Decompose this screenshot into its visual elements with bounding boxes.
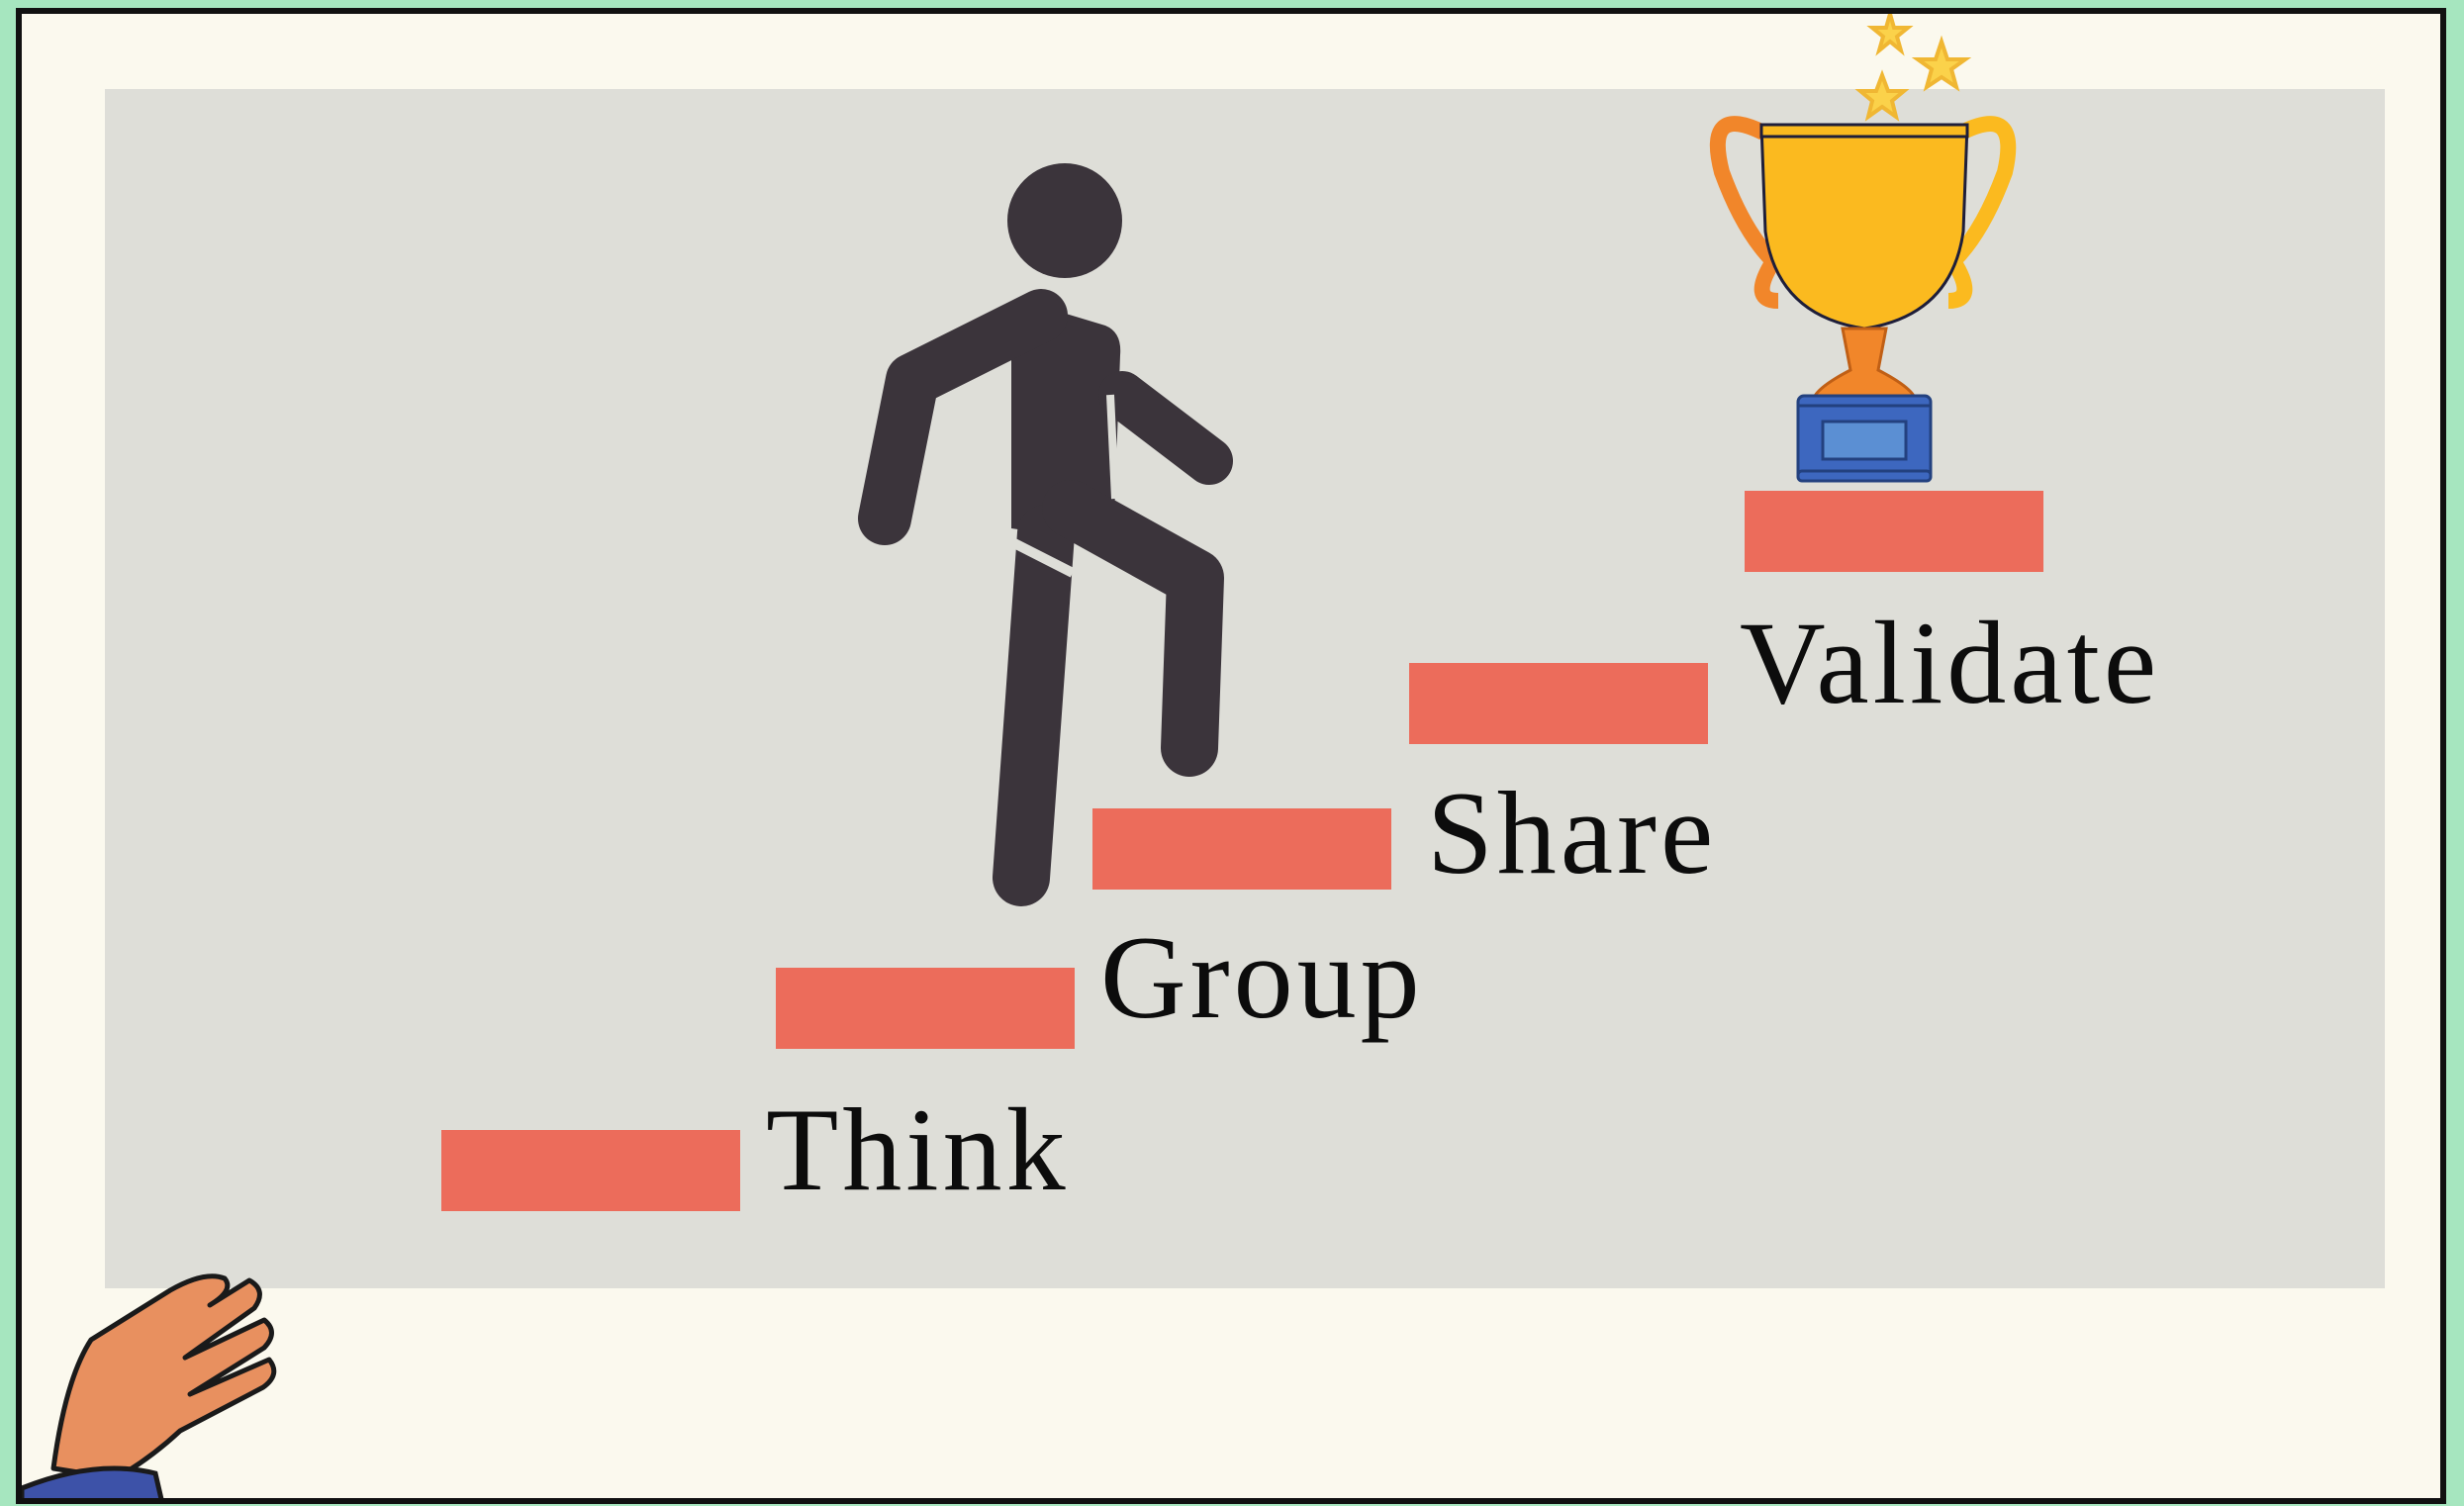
slide-frame: Think Group Share Validate	[16, 8, 2446, 1504]
step-label-think: Think	[766, 1083, 1070, 1215]
stairs-panel	[105, 89, 2385, 1288]
step-share-block	[1092, 808, 1391, 890]
step-label-share: Share	[1427, 767, 1718, 898]
waving-hand-icon	[22, 1273, 277, 1498]
person-climbing-stairs-icon	[858, 163, 1233, 906]
trophy-pedestal-block	[1745, 491, 2043, 572]
trophy-icon	[1709, 14, 2017, 483]
step-label-group: Group	[1100, 911, 1424, 1043]
step-group-block	[776, 968, 1075, 1049]
step-validate-block	[1409, 663, 1708, 744]
step-think-block	[441, 1130, 740, 1211]
step-label-validate: Validate	[1740, 597, 2161, 728]
